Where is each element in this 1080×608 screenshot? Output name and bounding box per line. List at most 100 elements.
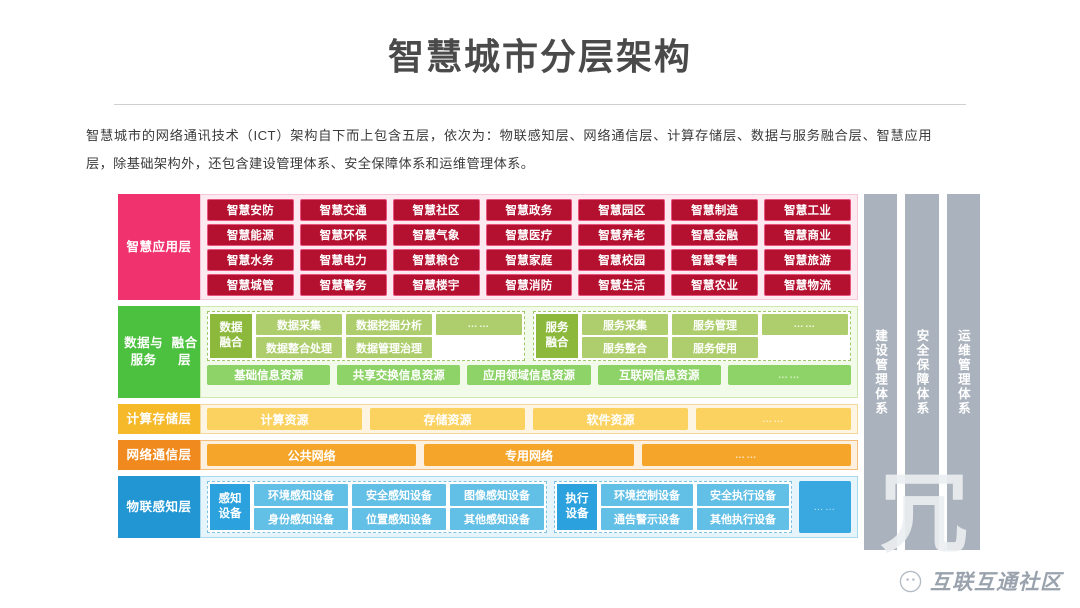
ellipsis-text: …… xyxy=(793,319,817,330)
fusion-group-0-tag[interactable]: 数据融合 xyxy=(210,314,252,358)
application-chip-3[interactable]: 智慧政务 xyxy=(485,198,573,221)
pillar-0[interactable]: 建设管理体系 xyxy=(864,194,898,550)
application-chip-17[interactable]: 智慧家庭 xyxy=(485,248,573,271)
iot-chip-0-3[interactable]: 身份感知设备 xyxy=(254,508,348,530)
layer-iot-perception: 物联感知层 感知设备环境感知设备安全感知设备图像感知设备身份感知设备位置感知设备… xyxy=(118,476,858,538)
ellipsis-text: …… xyxy=(813,501,837,513)
title-divider xyxy=(114,104,966,105)
pillar-1[interactable]: 安全保障体系 xyxy=(905,194,939,550)
iot-chip-1-3[interactable]: 其他执行设备 xyxy=(697,508,789,530)
fusion-chip-0-2[interactable]: …… xyxy=(436,314,522,335)
network-chip-1[interactable]: 专用网络 xyxy=(424,444,634,466)
network-chip-2[interactable]: …… xyxy=(641,444,851,466)
iot-chip-1-1[interactable]: 安全执行设备 xyxy=(697,484,789,506)
pillar-2[interactable]: 运维管理体系 xyxy=(946,194,980,550)
fusion-group-1-grid: 服务采集服务管理 …… 服务整合服务使用 xyxy=(582,314,848,358)
fusion-chip-1-0[interactable]: 服务采集 xyxy=(582,314,668,335)
layer-iot-perception-body: 感知设备环境感知设备安全感知设备图像感知设备身份感知设备位置感知设备其他感知设备… xyxy=(200,476,858,538)
fusion-chip-0-0[interactable]: 数据采集 xyxy=(256,314,342,335)
layer-data-service-label-line1: 数据与服务 xyxy=(124,336,164,367)
application-chip-10[interactable]: 智慧医疗 xyxy=(485,223,573,246)
fusion-groups: 数据融合数据采集数据挖掘分析 …… 数据整合处理数据管理治理 服务融合服务采集服务管理… xyxy=(207,311,851,361)
application-chip-grid: 智慧安防智慧交通智慧社区智慧政务智慧园区智慧制造智慧工业智慧能源智慧环保智慧气象… xyxy=(207,198,851,296)
fusion-chip-1-2[interactable]: …… xyxy=(762,314,848,335)
application-chip-6[interactable]: 智慧工业 xyxy=(764,198,851,221)
application-chip-24[interactable]: 智慧消防 xyxy=(485,273,573,296)
application-chip-19[interactable]: 智慧零售 xyxy=(671,248,759,271)
application-chip-26[interactable]: 智慧农业 xyxy=(671,273,759,296)
application-chip-15[interactable]: 智慧电力 xyxy=(299,248,387,271)
application-chip-22[interactable]: 智慧警务 xyxy=(299,273,387,296)
resource-chip-2[interactable]: 应用领域信息资源 xyxy=(467,365,591,385)
compute-chip-row: 计算资源存储资源软件资源 …… xyxy=(207,408,851,430)
application-chip-23[interactable]: 智慧楼宇 xyxy=(392,273,480,296)
architecture-diagram: 智慧应用层 智慧安防智慧交通智慧社区智慧政务智慧园区智慧制造智慧工业智慧能源智慧… xyxy=(118,194,980,550)
application-chip-9[interactable]: 智慧气象 xyxy=(392,223,480,246)
application-chip-16[interactable]: 智慧粮仓 xyxy=(392,248,480,271)
resource-chip-4[interactable]: …… xyxy=(727,365,852,385)
iot-group-1-grid: 环境控制设备安全执行设备通告警示设备其他执行设备 xyxy=(601,484,789,530)
resource-chip-0[interactable]: 基础信息资源 xyxy=(207,365,331,385)
layer-data-service-body: 数据融合数据采集数据挖掘分析 …… 数据整合处理数据管理治理 服务融合服务采集服务管理… xyxy=(200,306,858,398)
iot-chip-0-5[interactable]: 其他感知设备 xyxy=(450,508,544,530)
pillar-0-label: 建设管理体系 xyxy=(873,328,888,416)
ellipsis-text: …… xyxy=(762,413,785,425)
iot-group-0-tag[interactable]: 感知设备 xyxy=(210,484,250,530)
fusion-chip-0-3[interactable]: 数据整合处理 xyxy=(256,337,342,358)
application-chip-7[interactable]: 智慧能源 xyxy=(207,223,294,246)
brand-watermark-text: 互联互通社区 xyxy=(930,571,1062,594)
application-chip-4[interactable]: 智慧园区 xyxy=(578,198,666,221)
pillar-2-label: 运维管理体系 xyxy=(955,328,970,416)
compute-chip-1[interactable]: 存储资源 xyxy=(370,408,525,430)
application-chip-5[interactable]: 智慧制造 xyxy=(671,198,759,221)
fusion-chip-0-4[interactable]: 数据管理治理 xyxy=(346,337,432,358)
intro-paragraph: 智慧城市的网络通讯技术（ICT）架构自下而上包含五层，依次为：物联感知层、网络通… xyxy=(86,128,932,171)
compute-chip-2[interactable]: 软件资源 xyxy=(533,408,688,430)
application-chip-14[interactable]: 智慧水务 xyxy=(207,248,294,271)
fusion-chip-1-4[interactable]: 服务使用 xyxy=(672,337,758,358)
application-chip-21[interactable]: 智慧城管 xyxy=(207,273,294,296)
layer-application: 智慧应用层 智慧安防智慧交通智慧社区智慧政务智慧园区智慧制造智慧工业智慧能源智慧… xyxy=(118,194,858,300)
iot-chip-0-1[interactable]: 安全感知设备 xyxy=(352,484,446,506)
compute-chip-0[interactable]: 计算资源 xyxy=(207,408,362,430)
application-chip-27[interactable]: 智慧物流 xyxy=(764,273,851,296)
application-chip-25[interactable]: 智慧生活 xyxy=(578,273,666,296)
application-chip-13[interactable]: 智慧商业 xyxy=(764,223,851,246)
fusion-group-1: 服务融合服务采集服务管理 …… 服务整合服务使用 xyxy=(533,311,851,361)
layer-application-label: 智慧应用层 xyxy=(118,194,200,300)
iot-chip-0-4[interactable]: 位置感知设备 xyxy=(352,508,446,530)
iot-group-1-tag[interactable]: 执行设备 xyxy=(557,484,597,530)
iot-chip-0-0[interactable]: 环境感知设备 xyxy=(254,484,348,506)
layer-application-body: 智慧安防智慧交通智慧社区智慧政务智慧园区智慧制造智慧工业智慧能源智慧环保智慧气象… xyxy=(200,194,858,300)
application-chip-20[interactable]: 智慧旅游 xyxy=(764,248,851,271)
compute-chip-3[interactable]: …… xyxy=(696,408,851,430)
application-chip-0[interactable]: 智慧安防 xyxy=(207,198,294,221)
application-chip-2[interactable]: 智慧社区 xyxy=(392,198,480,221)
iot-chip-1-0[interactable]: 环境控制设备 xyxy=(601,484,693,506)
resource-chip-1[interactable]: 共享交换信息资源 xyxy=(337,365,461,385)
layer-iot-perception-label: 物联感知层 xyxy=(118,476,200,538)
application-chip-12[interactable]: 智慧金融 xyxy=(671,223,759,246)
iot-chip-1-2[interactable]: 通告警示设备 xyxy=(601,508,693,530)
fusion-chip-1-3[interactable]: 服务整合 xyxy=(582,337,668,358)
pillar-1-label: 安全保障体系 xyxy=(914,328,929,416)
fusion-group-1-tag[interactable]: 服务融合 xyxy=(536,314,578,358)
iot-ellipsis-block[interactable]: …… xyxy=(799,481,851,533)
iot-group-1: 执行设备环境控制设备安全执行设备通告警示设备其他执行设备 xyxy=(554,481,792,533)
layer-network: 网络通信层 公共网络专用网络…… xyxy=(118,440,858,470)
application-chip-8[interactable]: 智慧环保 xyxy=(299,223,387,246)
fusion-chip-1-1[interactable]: 服务管理 xyxy=(672,314,758,335)
iot-chip-0-2[interactable]: 图像感知设备 xyxy=(450,484,544,506)
application-chip-11[interactable]: 智慧养老 xyxy=(578,223,666,246)
ellipsis-text: …… xyxy=(467,319,491,330)
layer-data-service-label-line2: 融合层 xyxy=(171,336,198,367)
application-chip-18[interactable]: 智慧校园 xyxy=(578,248,666,271)
management-pillars: 建设管理体系 安全保障体系 运维管理体系 xyxy=(864,194,980,550)
fusion-chip-0-5 xyxy=(436,337,522,358)
application-chip-1[interactable]: 智慧交通 xyxy=(299,198,387,221)
network-chip-0[interactable]: 公共网络 xyxy=(207,444,417,466)
fusion-chip-0-1[interactable]: 数据挖掘分析 xyxy=(346,314,432,335)
resource-chip-3[interactable]: 互联网信息资源 xyxy=(597,365,721,385)
fusion-group-0: 数据融合数据采集数据挖掘分析 …… 数据整合处理数据管理治理 xyxy=(207,311,525,361)
